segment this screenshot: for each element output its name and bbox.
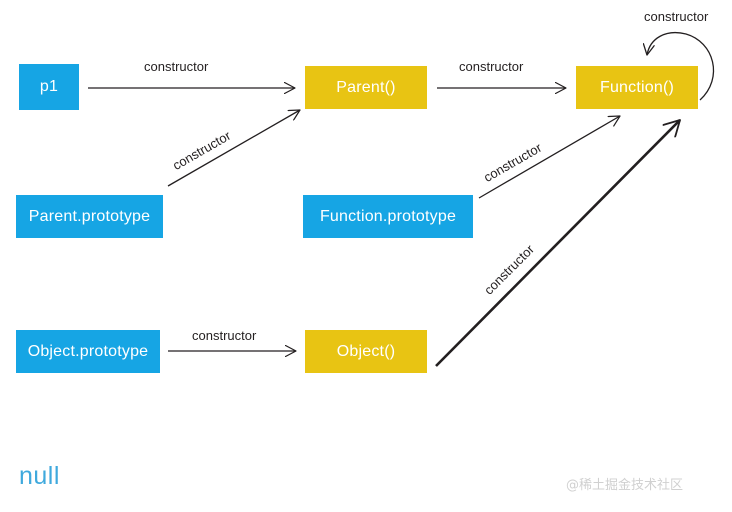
node-object-prototype[interactable]: Object.prototype bbox=[16, 330, 160, 373]
node-parent-prototype[interactable]: Parent.prototype bbox=[16, 195, 163, 238]
node-function-constructor[interactable]: Function() bbox=[576, 66, 698, 109]
node-parent-constructor[interactable]: Parent() bbox=[305, 66, 427, 109]
edge-parentproto-to-parent bbox=[167, 110, 300, 187]
node-object-constructor-label: Object() bbox=[336, 342, 396, 360]
edge-label-parentproto-to-parent: constructor bbox=[170, 127, 234, 173]
edge-label-p1-to-parent: constructor bbox=[144, 59, 209, 74]
edge-functionproto-to-function bbox=[478, 116, 620, 199]
edge-object-to-function bbox=[435, 119, 681, 367]
node-p1[interactable]: p1 bbox=[19, 64, 79, 110]
null-label: null bbox=[19, 462, 60, 490]
node-p1-label: p1 bbox=[39, 78, 59, 95]
node-parent-constructor-label: Parent() bbox=[336, 78, 396, 96]
watermark: @稀土掘金技术社区 bbox=[566, 478, 684, 493]
edge-label-objectproto-to-object: constructor bbox=[192, 328, 257, 343]
node-function-constructor-label: Function() bbox=[599, 78, 675, 96]
node-parent-prototype-label: Parent.prototype bbox=[28, 207, 151, 225]
edge-label-object-to-function: constructor bbox=[481, 241, 538, 298]
node-function-prototype-label: Function.prototype bbox=[319, 207, 457, 225]
node-object-constructor[interactable]: Object() bbox=[305, 330, 427, 373]
node-function-prototype[interactable]: Function.prototype bbox=[303, 195, 473, 238]
node-object-prototype-label: Object.prototype bbox=[27, 342, 149, 360]
edge-label-parent-to-function: constructor bbox=[459, 59, 524, 74]
edge-label-function-self-loop: constructor bbox=[644, 9, 709, 24]
edge-label-functionproto-to-function: constructor bbox=[481, 139, 545, 185]
